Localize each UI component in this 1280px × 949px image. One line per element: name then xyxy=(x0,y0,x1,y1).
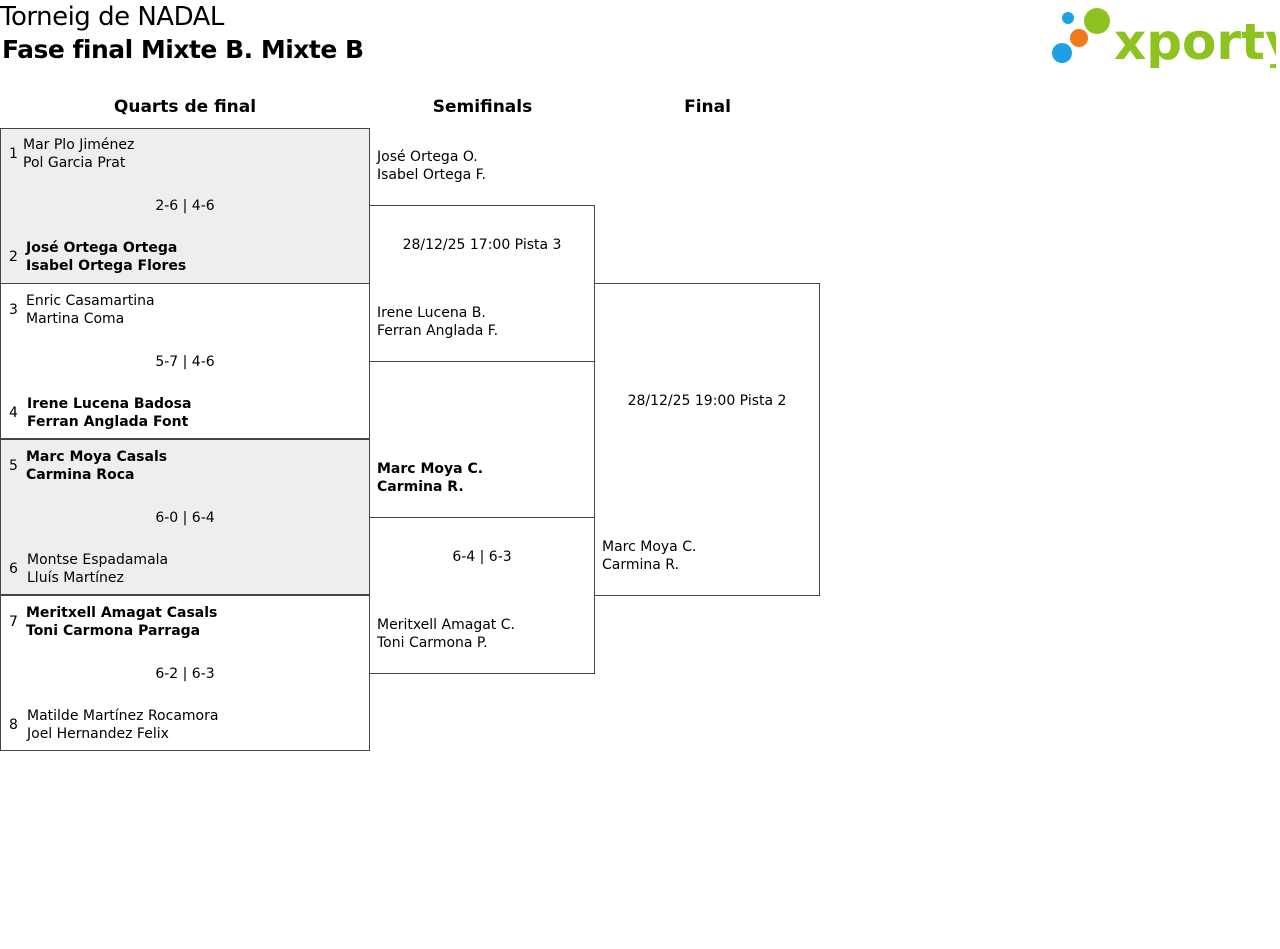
team-entry: Mar Plo Jiménez Pol Garcia Prat xyxy=(23,136,134,172)
logo-dot-blue-small xyxy=(1062,12,1074,24)
player-name: José Ortega Ortega xyxy=(26,240,178,256)
player-name: Marc Moya Casals xyxy=(26,449,168,465)
seed-number: 2 xyxy=(9,249,18,265)
semifinal-team: José Ortega O. Isabel Ortega F. xyxy=(377,148,486,184)
team-entry-winner: José Ortega Ortega Isabel Ortega Flores xyxy=(26,239,186,275)
logo-dot-blue xyxy=(1052,43,1072,63)
player-name: Carmina R. xyxy=(377,479,464,495)
logo-dot-green xyxy=(1084,8,1110,34)
semifinal-team-winner: Marc Moya C. Carmina R. xyxy=(377,460,483,496)
player-name: Irene Lucena B. xyxy=(377,305,486,321)
match-score: 2-6 | 4-6 xyxy=(155,198,215,214)
match-score: 6-2 | 6-3 xyxy=(155,666,215,682)
final-match[interactable]: 28/12/25 19:00 Pista 2 Marc Moya C. Carm… xyxy=(594,283,820,596)
semifinal-match-2[interactable]: 6-4 | 6-3 xyxy=(369,517,595,674)
player-name: Enric Casamartina xyxy=(26,293,155,309)
semifinal-team: Irene Lucena B. Ferran Anglada F. xyxy=(377,304,498,340)
player-name: Lluís Martínez xyxy=(27,570,124,586)
player-name: Martina Coma xyxy=(26,311,125,327)
final-team: Marc Moya C. Carmina R. xyxy=(602,538,696,574)
tournament-title: Torneig de NADAL xyxy=(0,2,224,32)
seed-number: 4 xyxy=(9,405,18,421)
player-name: Meritxell Amagat C. xyxy=(377,617,515,633)
match-schedule: 28/12/25 17:00 Pista 3 xyxy=(402,237,562,253)
phase-subtitle: Fase final Mixte B. Mixte B xyxy=(2,35,364,64)
player-name: Toni Carmona Parraga xyxy=(26,623,201,639)
seed-number: 6 xyxy=(9,561,18,577)
seed-number: 8 xyxy=(9,717,18,733)
quarterfinal-match-1[interactable]: 1 Mar Plo Jiménez Pol Garcia Prat 2-6 | … xyxy=(0,128,370,284)
semifinal-match-1[interactable]: 28/12/25 17:00 Pista 3 xyxy=(369,205,595,362)
player-name: Toni Carmona P. xyxy=(377,635,488,651)
round-header-semifinals: Semifinals xyxy=(432,97,533,117)
player-name: Pol Garcia Prat xyxy=(23,155,126,171)
team-entry-winner: Irene Lucena Badosa Ferran Anglada Font xyxy=(27,395,191,431)
player-name: Montse Espadamala xyxy=(27,552,169,568)
match-schedule: 28/12/25 19:00 Pista 2 xyxy=(627,393,787,409)
semifinal-team: Meritxell Amagat C. Toni Carmona P. xyxy=(377,616,515,652)
round-header-quarterfinals: Quarts de final xyxy=(113,97,257,117)
logo-dot-orange xyxy=(1070,29,1088,47)
player-name: Mar Plo Jiménez xyxy=(23,137,135,153)
logo-text: xporty xyxy=(1114,13,1276,68)
team-entry-winner: Meritxell Amagat Casals Toni Carmona Par… xyxy=(26,604,217,640)
player-name: Carmina R. xyxy=(602,557,679,573)
seed-number: 3 xyxy=(9,302,18,318)
player-name: Matilde Martínez Rocamora xyxy=(27,708,219,724)
player-name: Joel Hernandez Felix xyxy=(27,726,169,742)
player-name: José Ortega O. xyxy=(377,149,478,165)
match-score: 5-7 | 4-6 xyxy=(155,354,215,370)
quarterfinal-match-3[interactable]: 5 Marc Moya Casals Carmina Roca 6-0 | 6-… xyxy=(0,439,370,595)
team-entry-winner: Marc Moya Casals Carmina Roca xyxy=(26,448,167,484)
team-entry: Montse Espadamala Lluís Martínez xyxy=(27,551,168,587)
player-name: Marc Moya C. xyxy=(602,539,697,555)
player-name: Isabel Ortega Flores xyxy=(26,258,187,274)
player-name: Meritxell Amagat Casals xyxy=(26,605,218,621)
match-score: 6-4 | 6-3 xyxy=(452,549,512,565)
player-name: Ferran Anglada F. xyxy=(377,323,499,339)
player-name: Isabel Ortega F. xyxy=(377,167,486,183)
team-entry: Enric Casamartina Martina Coma xyxy=(26,292,155,328)
seed-number: 5 xyxy=(9,458,18,474)
player-name: Irene Lucena Badosa xyxy=(27,396,192,412)
player-name: Marc Moya C. xyxy=(377,461,484,477)
player-name: Ferran Anglada Font xyxy=(27,414,189,430)
player-name: Carmina Roca xyxy=(26,467,135,483)
quarterfinal-match-4[interactable]: 7 Meritxell Amagat Casals Toni Carmona P… xyxy=(0,595,370,751)
match-score: 6-0 | 6-4 xyxy=(155,510,215,526)
seed-number: 7 xyxy=(9,614,18,630)
seed-number: 1 xyxy=(9,146,18,162)
team-entry: Matilde Martínez Rocamora Joel Hernandez… xyxy=(27,707,218,743)
xporty-logo[interactable]: xporty xyxy=(1050,4,1276,68)
round-header-final: Final xyxy=(684,97,731,117)
quarterfinal-match-2[interactable]: 3 Enric Casamartina Martina Coma 5-7 | 4… xyxy=(0,283,370,439)
